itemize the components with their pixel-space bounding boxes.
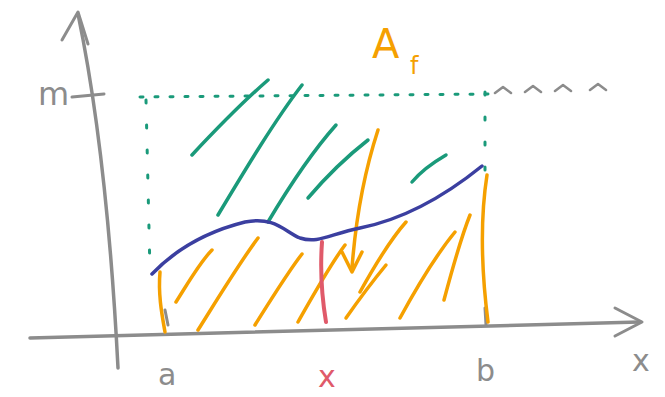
x-slice bbox=[321, 242, 326, 322]
x-axis bbox=[30, 322, 640, 338]
area-hatching bbox=[159, 130, 488, 332]
upper-limit-label: b bbox=[476, 356, 495, 386]
upper-hatching bbox=[192, 80, 446, 222]
area-label: A bbox=[372, 24, 399, 64]
lower-limit-label: a bbox=[158, 360, 176, 390]
y-axis-arrowhead bbox=[62, 12, 88, 44]
left-bound-dotted bbox=[146, 100, 150, 272]
bound-label: m bbox=[38, 78, 69, 110]
variable-label: x bbox=[318, 362, 336, 392]
upper-bound-line bbox=[140, 94, 490, 97]
a-tick bbox=[165, 310, 168, 325]
upper-bound-continuation bbox=[495, 84, 606, 93]
axis-label: x bbox=[632, 346, 650, 376]
x-axis-arrowhead bbox=[615, 308, 642, 336]
m-tick bbox=[72, 94, 104, 97]
y-axis bbox=[78, 14, 118, 368]
right-bound-dotted bbox=[484, 92, 487, 182]
area-subscript: f bbox=[410, 54, 418, 78]
function-curve bbox=[152, 166, 482, 274]
